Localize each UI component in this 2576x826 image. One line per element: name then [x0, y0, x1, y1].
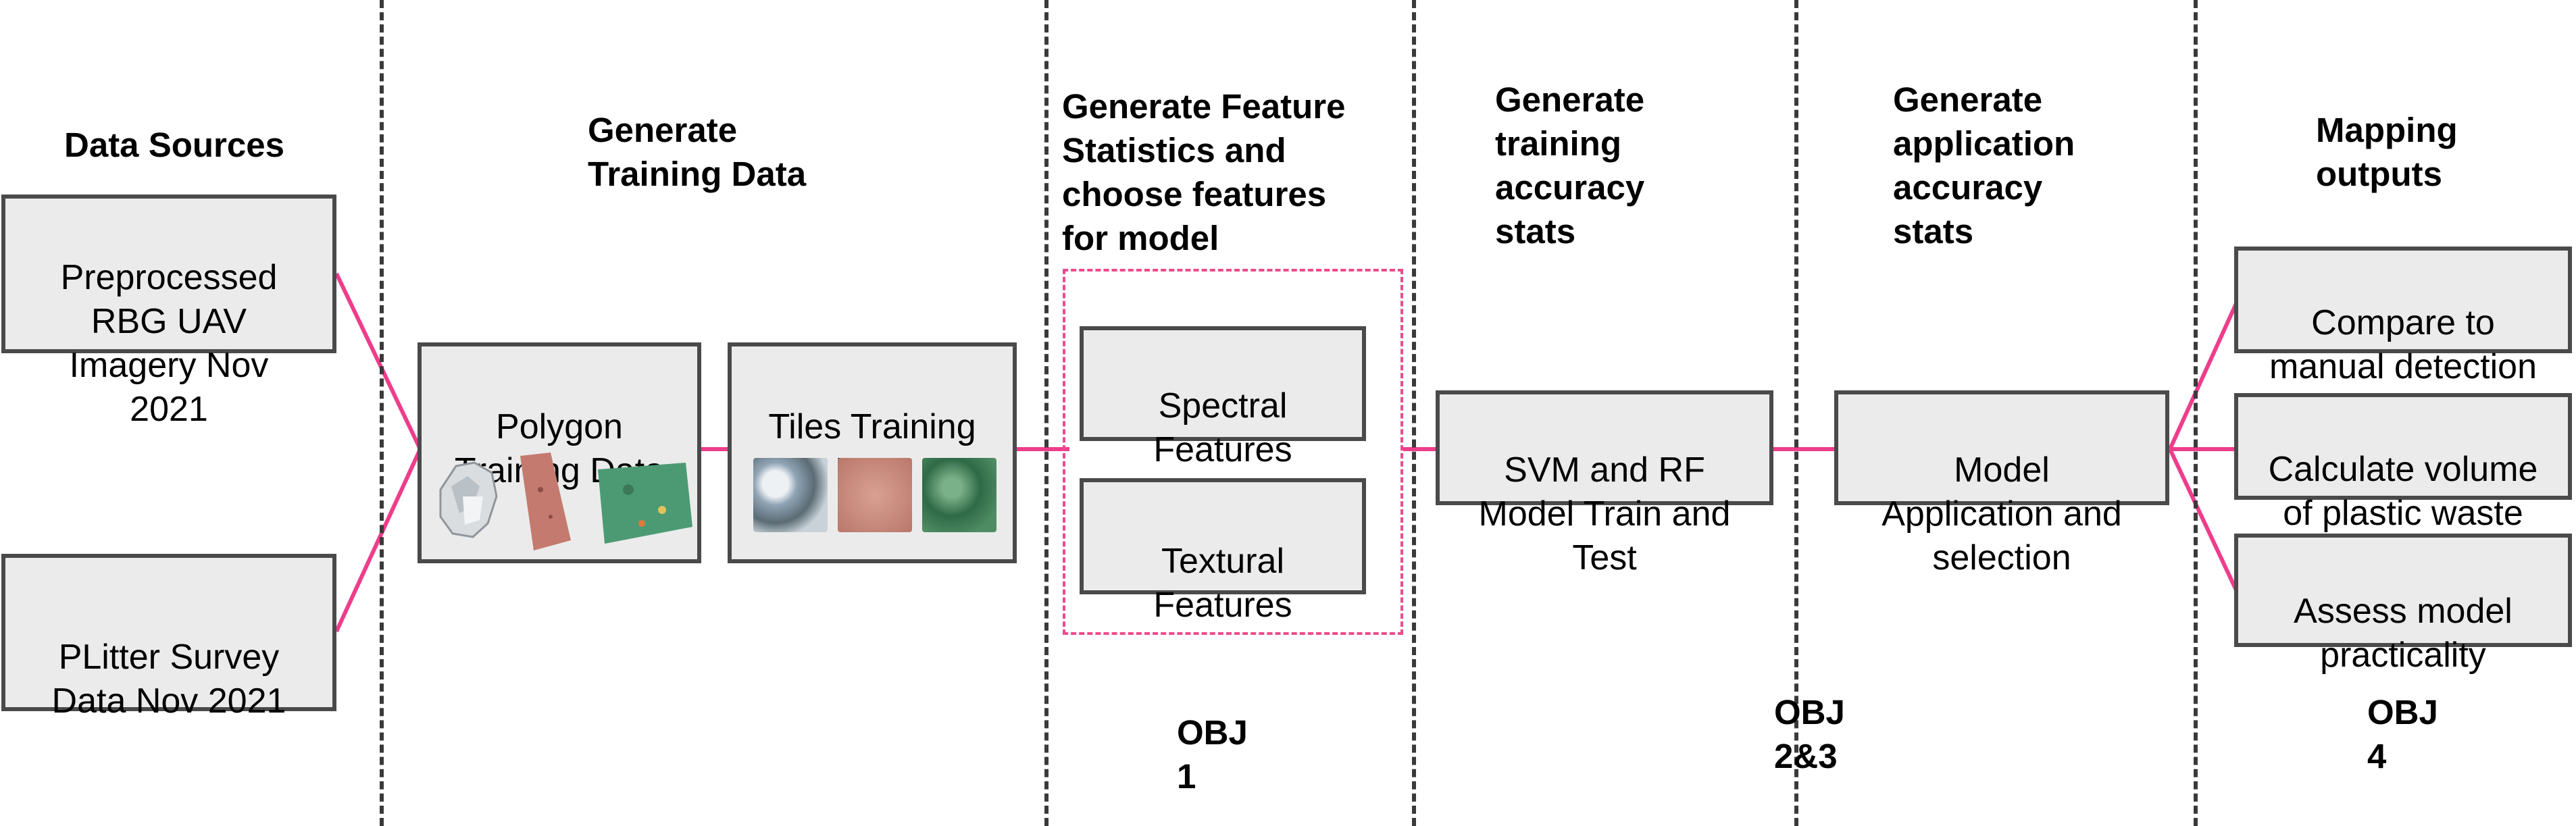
plastic-debris-image [439, 461, 498, 538]
connector-survey-to-polygon [334, 448, 422, 633]
divider-2 [1044, 0, 1049, 826]
heading-application-accuracy: Generate application accuracy stats [1893, 80, 2075, 251]
box-compare-manual-detection: Compare to manual detection [2234, 247, 2572, 386]
vegetation-sample-image [598, 463, 692, 544]
box-plitter-survey-label: PLitter Survey Data Nov 2021 [51, 638, 286, 721]
feature-selection-frame [1063, 269, 1403, 635]
box-spectral-features: Spectral Features [1080, 326, 1366, 469]
box-model-application-label: Model Application and selection [1882, 450, 2122, 577]
objective-2-3-label: OBJ 2&3 [1774, 693, 1845, 775]
box-spectral-features-label: Spectral Features [1153, 386, 1292, 469]
connector-application-to-compare [2168, 299, 2240, 450]
connector-application-to-assess [2168, 448, 2240, 594]
box-textural-features-label: Textural Features [1153, 542, 1292, 625]
polygon-sample-images [439, 453, 692, 550]
divider-3 [1412, 0, 1416, 826]
objective-1-label: OBJ 1 [1177, 713, 1248, 796]
divider-1 [380, 0, 384, 826]
box-svm-rf-label: SVM and RF Model Train and Test [1478, 450, 1731, 577]
box-assess-practicality: Assess model practicality [2234, 534, 2572, 675]
box-uav-imagery: Preprocessed RBG UAV Imagery Nov 2021 [1, 195, 336, 429]
heading-mapping-outputs: Mapping outputs [2316, 111, 2458, 193]
objective-4-label: OBJ 4 [2367, 693, 2438, 775]
tile-plastic-image [753, 458, 828, 532]
box-plitter-survey: PLitter Survey Data Nov 2021 [1, 554, 336, 721]
tile-vegetation-image [922, 458, 996, 532]
connector-uav-to-polygon [334, 272, 422, 450]
tile-soil-image [838, 458, 912, 532]
heading-training-accuracy: Generate training accuracy stats [1495, 80, 1645, 251]
divider-4 [1794, 0, 1798, 826]
box-assess-practicality-label: Assess model practicality [2294, 592, 2512, 675]
box-calculate-volume: Calculate volume of plastic waste [2234, 393, 2572, 533]
soil-sample-image [520, 453, 571, 550]
box-calculate-volume-label: Calculate volume of plastic waste [2268, 450, 2538, 533]
divider-5 [2194, 0, 2198, 826]
box-model-application: Model Application and selection [1834, 390, 2169, 577]
heading-data-sources: Data Sources [64, 126, 284, 164]
heading-generate-training-data: Generate Training Data [588, 111, 807, 193]
box-compare-manual-label: Compare to manual detection [2269, 303, 2537, 386]
box-uav-imagery-label: Preprocessed RBG UAV Imagery Nov 2021 [60, 258, 278, 429]
heading-feature-statistics: Generate Feature Statistics and choose f… [1062, 87, 1346, 257]
box-textural-features: Textural Features [1080, 478, 1366, 625]
box-svm-rf-model: SVM and RF Model Train and Test [1436, 390, 1773, 577]
